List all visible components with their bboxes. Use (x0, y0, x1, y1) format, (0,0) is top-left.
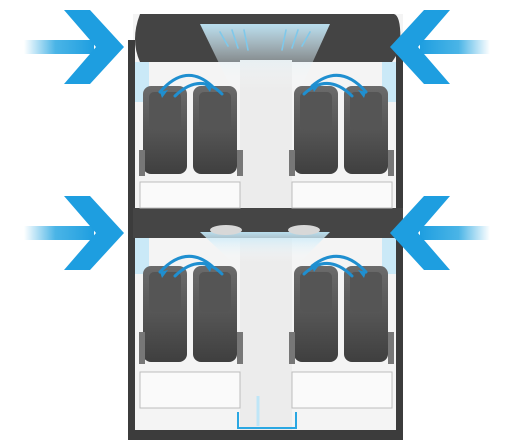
floor-strip-rear (140, 372, 240, 408)
seat-icon (139, 266, 187, 364)
seat-icon (289, 266, 338, 364)
inflow-arrow-icon-rear-right (390, 196, 490, 270)
seat-icon (344, 86, 394, 176)
floor-strip-front-right (292, 182, 392, 208)
seat-icon (344, 266, 394, 364)
inflow-arrow-icon-front-left (24, 10, 124, 84)
seat-icon (289, 86, 338, 176)
floor-strip-rear-right (292, 372, 392, 408)
rear-bumper (133, 430, 403, 440)
inflow-arrow-icon-rear-left (24, 196, 124, 270)
seat-icon (139, 86, 187, 176)
seat-icon (193, 86, 243, 176)
seat-icon (193, 266, 243, 364)
left-wall (128, 40, 135, 440)
inflow-arrow-icon-front-right (390, 10, 490, 84)
floor-strip-front (140, 182, 240, 208)
